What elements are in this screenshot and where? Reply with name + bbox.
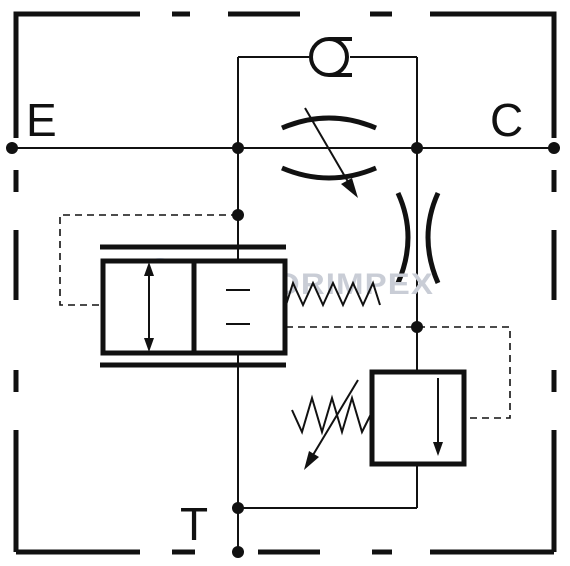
enclosure-top-right-corner [430,11,557,138]
spool-valve [100,244,288,368]
relief-adjustable-spring [291,379,373,470]
enclosure-outline [13,11,557,555]
junction-dot-return [232,502,244,514]
relief-pilot-line [286,326,511,419]
fixed-orifice [395,191,441,284]
orifice-right-arc [425,191,441,284]
junction-dot-relief-tap [411,321,423,333]
junction-dots [6,142,560,558]
throttle-lower-arc [281,165,377,181]
relief-spring-adjust-arrow-shaft [309,379,359,461]
check-valve-ball [309,37,349,77]
port-label-t: T [180,498,208,550]
enclosure-top-left-corner [13,11,140,138]
relief-spring-coil [291,394,373,436]
junction-dot-port-t [232,546,244,558]
port-label-c: C [490,94,523,146]
throttle-adjust-arrowhead [341,178,358,198]
relief-spring-adjust-arrowhead [304,451,319,470]
junction-dot-right [411,142,423,154]
relief-valve [369,369,467,467]
junction-dot-port-c [548,142,560,154]
throttle-upper-arc [281,115,377,131]
junction-dot-left [232,142,244,154]
adjustable-throttle [281,107,377,198]
spool-spring [285,280,381,308]
relief-valve-body [369,369,467,467]
spool-right-envelope-blocked [226,289,250,325]
port-label-e: E [26,94,57,146]
orifice-left-arc [395,191,411,284]
junction-dot-port-e [6,142,18,154]
relief-valve-flow-arrowhead [433,442,443,456]
pilot-lines [59,214,511,419]
check-valve [309,37,352,77]
spool-left-envelope-arrow [144,262,154,352]
spool-pilot-line [59,214,238,306]
throttle-adjust-arrow-shaft [304,107,355,193]
junction-dot-pilot-tap [232,209,244,221]
